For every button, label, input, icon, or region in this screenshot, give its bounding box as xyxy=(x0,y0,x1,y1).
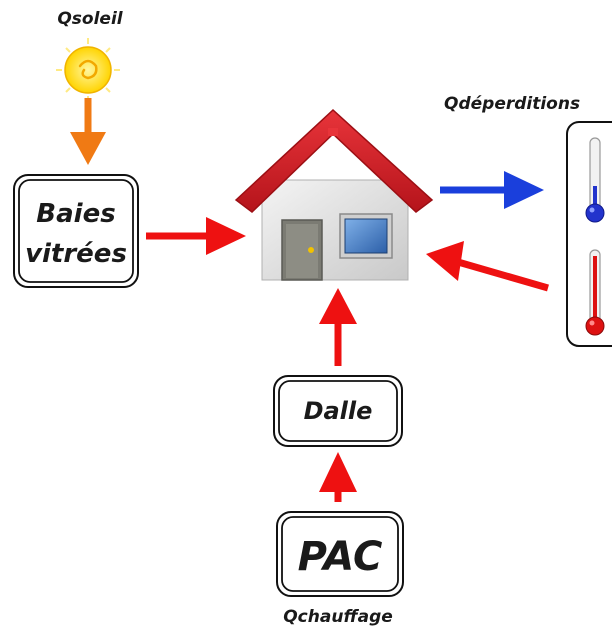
thermometer-panel xyxy=(566,121,612,347)
losses-label: Qdéperditions xyxy=(444,94,580,114)
heating-label: Qchauffage xyxy=(283,607,393,627)
solar-arrow xyxy=(70,98,106,165)
windows-gain-arrow xyxy=(146,217,246,255)
heating-arrow xyxy=(319,452,357,502)
house-icon xyxy=(234,108,434,281)
windows-box: Baies vitrées xyxy=(13,174,139,288)
sun-label: Qsoleil xyxy=(57,9,123,29)
slab-gain-arrow xyxy=(319,288,357,366)
slab-label: Dalle xyxy=(304,397,373,425)
windows-label-line2: vitrées xyxy=(25,239,127,269)
hot-thermometer-icon xyxy=(585,249,605,336)
slab-box: Dalle xyxy=(273,375,403,447)
windows-label-line1: Baies xyxy=(36,199,115,229)
heat-pump-label: PAC xyxy=(298,534,383,580)
loss-arrow xyxy=(440,171,544,209)
heat-pump-box: PAC xyxy=(276,511,404,597)
sun-icon xyxy=(56,38,120,102)
cold-thermometer-icon xyxy=(585,137,605,223)
return-gain-arrow xyxy=(426,241,549,292)
